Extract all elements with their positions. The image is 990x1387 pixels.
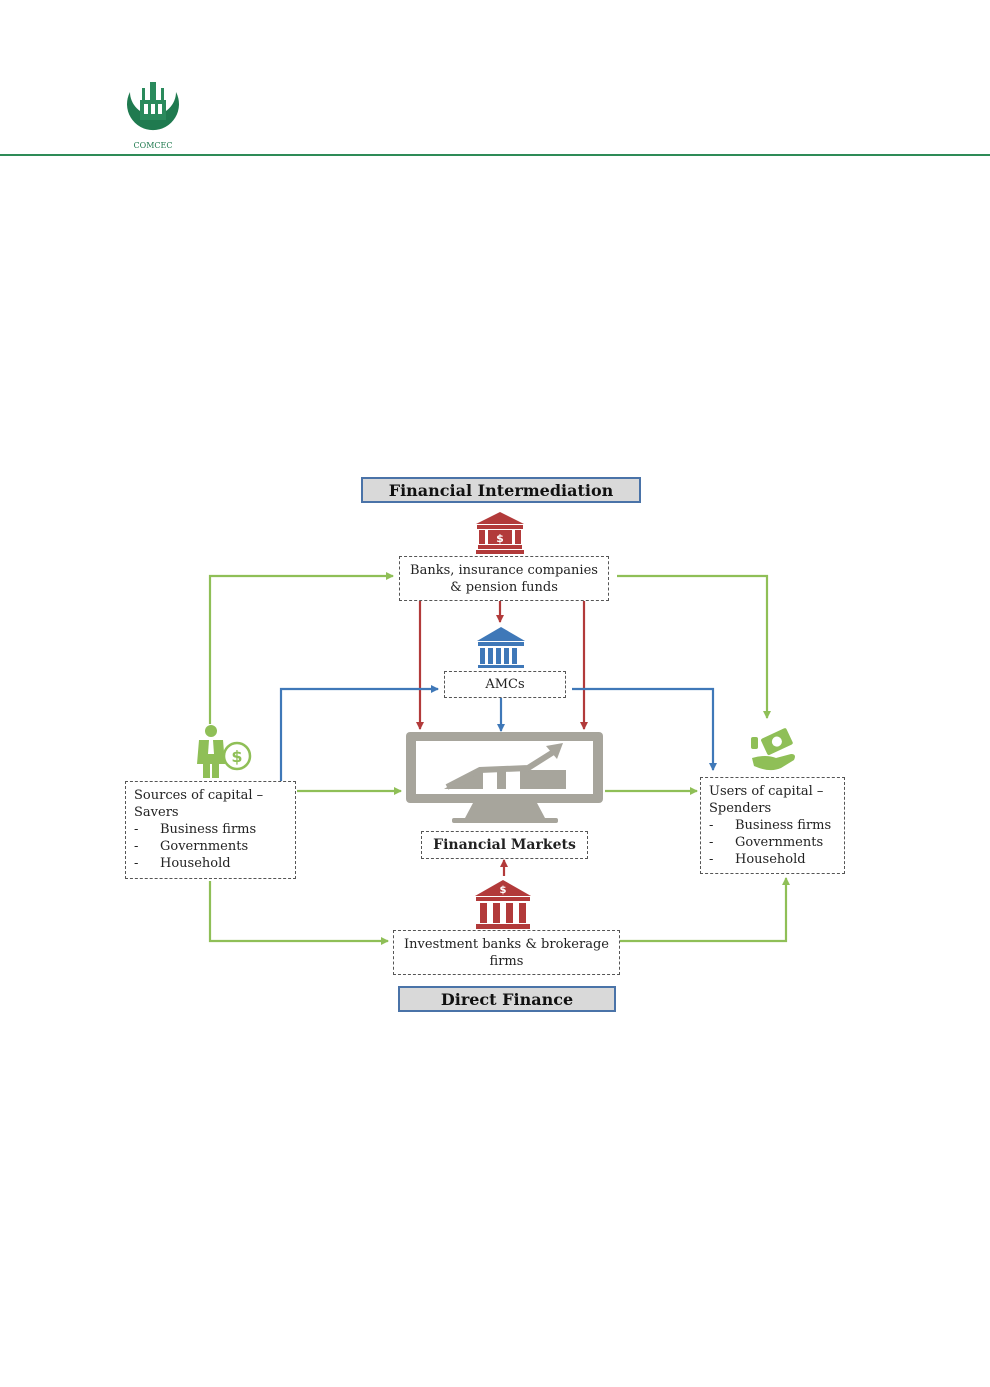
- financial-intermediation-label: Financial Intermediation: [361, 477, 641, 503]
- sources-item-label: Governments: [160, 839, 249, 854]
- amcs-box: AMCs: [444, 671, 566, 698]
- comcec-logo-emblem: COMCEC: [127, 82, 179, 150]
- users-of-capital-box: Users of capital – Spenders - Business f…: [700, 777, 845, 874]
- svg-text:$: $: [500, 885, 507, 896]
- amcs-box-label: AMCs: [485, 677, 525, 692]
- svg-text:$: $: [496, 532, 504, 545]
- banks-box: Banks, insurance companies & pension fun…: [399, 556, 609, 601]
- investment-box-line1: Investment banks & brokerage: [404, 936, 609, 952]
- sources-item-label: Household: [160, 856, 231, 871]
- direct-finance-label: Direct Finance: [398, 986, 616, 1012]
- bullet-dash: -: [134, 856, 139, 871]
- investment-box-line2: firms: [489, 953, 524, 969]
- bank-icon-blue: [477, 627, 525, 668]
- users-item-label: Governments: [735, 835, 824, 850]
- sources-item: - Governments: [134, 838, 287, 855]
- arrow-savers-to-investment: [208, 881, 389, 945]
- bank-icon-red-bottom: $: [475, 880, 531, 929]
- users-item-label: Household: [735, 852, 806, 867]
- logo-text: COMCEC: [134, 141, 173, 150]
- users-item: - Governments: [709, 834, 836, 851]
- bullet-dash: -: [709, 835, 714, 850]
- arrow-savers-to-banks: [208, 572, 394, 724]
- bullet-dash: -: [709, 852, 714, 867]
- investment-banks-box: Investment banks & brokerage firms: [393, 930, 620, 975]
- sources-title-line2: Savers: [134, 805, 179, 820]
- investor-icon: $: [197, 725, 252, 778]
- banks-box-line1: Banks, insurance companies: [410, 562, 598, 578]
- arrow-savers-to-amcs: [279, 685, 439, 781]
- users-item: - Household: [709, 851, 836, 868]
- sources-of-capital-box: Sources of capital – Savers - Business f…: [125, 781, 296, 879]
- header-rule: [0, 154, 990, 156]
- arrow-banks-to-users: [617, 574, 771, 719]
- sources-item-label: Business firms: [160, 822, 257, 837]
- comcec-logo: COMCEC: [120, 74, 186, 152]
- banks-box-line2: & pension funds: [450, 579, 558, 595]
- users-title-line1: Users of capital –: [709, 784, 824, 799]
- sources-item: - Business firms: [134, 821, 287, 838]
- bank-icon-red-top: $: [476, 512, 524, 554]
- bullet-dash: -: [709, 818, 714, 833]
- financial-markets-box: Financial Markets: [421, 831, 588, 859]
- financial-markets-label: Financial Markets: [433, 836, 576, 853]
- svg-text:$: $: [231, 747, 242, 766]
- bullet-dash: -: [134, 822, 139, 837]
- arrow-amcs-to-users: [572, 687, 717, 771]
- monitor-chart-icon: [406, 732, 603, 823]
- arrow-investment-to-users: [620, 877, 790, 943]
- money-hand-icon: [751, 728, 795, 771]
- users-item-label: Business firms: [735, 818, 832, 833]
- sources-item: - Household: [134, 855, 287, 872]
- sources-title-line1: Sources of capital –: [134, 788, 264, 803]
- users-title-line2: Spenders: [709, 801, 772, 816]
- users-item: - Business firms: [709, 817, 836, 834]
- bullet-dash: -: [134, 839, 139, 854]
